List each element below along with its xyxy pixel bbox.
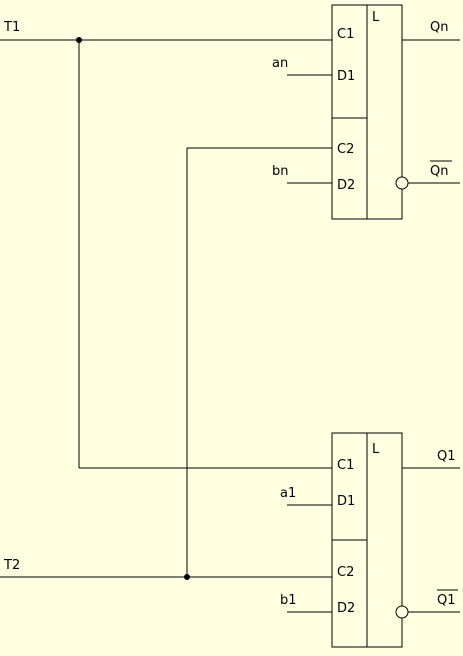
t1-label: T1 bbox=[3, 20, 20, 35]
flipflop-bottom: L C1 D1 C2 D2 a1 b1 Q1 Q1 bbox=[280, 432, 460, 648]
an-label: an bbox=[272, 56, 288, 71]
flipflop-bottom-inverter-bubble bbox=[395, 605, 409, 619]
flipflop-top: L C1 D1 C2 D2 an bn Qn Qn bbox=[272, 4, 460, 220]
t2-junction-dot bbox=[184, 574, 190, 580]
flipflop-top-mode-label: L bbox=[372, 10, 380, 25]
a1-label: a1 bbox=[280, 486, 296, 501]
flipflop-top-c1-label: C1 bbox=[337, 27, 354, 42]
bn-label: bn bbox=[272, 164, 289, 179]
flipflop-bottom-mode-label: L bbox=[372, 442, 380, 457]
b1-label: b1 bbox=[280, 593, 297, 608]
t2-input-wire bbox=[0, 147, 332, 580]
flipflop-top-c2-label: C2 bbox=[337, 142, 354, 157]
qn-output-label: Qn bbox=[430, 20, 448, 35]
t1-junction-dot bbox=[76, 37, 82, 43]
q1-bar-output-label: Q1 bbox=[437, 593, 456, 608]
qn-bar-output-label: Qn bbox=[430, 164, 448, 179]
q1-output-label: Q1 bbox=[437, 449, 456, 464]
flipflop-top-d2-label: D2 bbox=[337, 178, 355, 193]
t1-input-wire bbox=[0, 37, 332, 469]
flipflop-bottom-d2-label: D2 bbox=[337, 601, 355, 616]
flipflop-bottom-c1-label: C1 bbox=[337, 458, 354, 473]
flipflop-top-inverter-bubble bbox=[395, 176, 409, 190]
flipflop-bottom-d1-label: D1 bbox=[337, 494, 355, 509]
t2-label: T2 bbox=[3, 558, 20, 573]
flipflop-top-d1-label: D1 bbox=[337, 69, 355, 84]
flipflop-bottom-c2-label: C2 bbox=[337, 565, 354, 580]
